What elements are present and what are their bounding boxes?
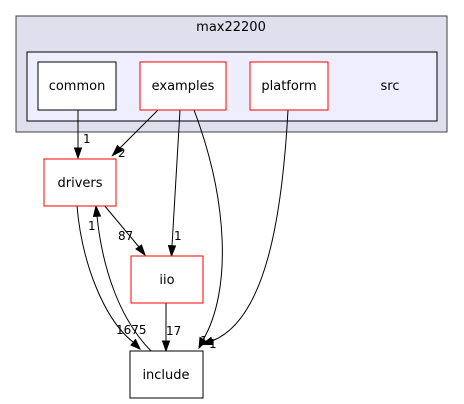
edge-label-iio-include: 17: [166, 324, 181, 338]
node-drivers-label: drivers: [57, 176, 102, 191]
edge-label-drivers-iio: 87: [118, 229, 133, 243]
node-include[interactable]: include: [129, 350, 204, 399]
node-drivers-box: [43, 158, 117, 207]
edge-label-examples-include: 1: [200, 334, 208, 348]
edge-label-examples-iio: 1: [174, 229, 182, 243]
node-iio-box: [130, 255, 204, 304]
node-common-label: common: [49, 79, 106, 94]
edge-platform-to-include[interactable]: 1: [200, 109, 289, 351]
edge-label-drivers-include: 1675: [116, 323, 147, 337]
edges: 1 2 1 1 1 87: [73, 109, 289, 353]
edge-label-common-drivers: 1: [83, 132, 91, 146]
cluster-max22200-border: [15, 15, 448, 133]
node-common-box: [37, 61, 117, 111]
node-drivers[interactable]: drivers: [43, 158, 117, 207]
node-examples-label: examples: [152, 79, 215, 94]
cluster-src-border: [26, 51, 438, 122]
edge-examples-to-iio[interactable]: 1: [167, 109, 182, 258]
edge-common-to-drivers[interactable]: 1: [73, 110, 91, 160]
node-platform[interactable]: platform: [249, 61, 329, 111]
edge-drivers-to-include[interactable]: 1675: [76, 205, 147, 351]
edge-include-to-drivers[interactable]: 1: [88, 204, 153, 353]
node-include-label: include: [142, 368, 189, 383]
edge-iio-to-include[interactable]: 17: [161, 303, 182, 353]
node-include-box: [129, 350, 204, 399]
cluster-max22200-label: max22200: [196, 20, 266, 35]
node-iio-label: iio: [159, 273, 174, 288]
node-examples-box: [139, 61, 227, 111]
cluster-src-label: src: [381, 79, 400, 94]
node-common[interactable]: common: [37, 61, 117, 111]
node-platform-label: platform: [261, 79, 316, 94]
edge-examples-to-include[interactable]: 1: [193, 109, 223, 350]
edge-drivers-to-iio[interactable]: 87: [103, 204, 146, 257]
node-platform-box: [249, 61, 329, 111]
node-iio[interactable]: iio: [130, 255, 204, 304]
edge-label-platform-include: 1: [209, 337, 217, 351]
node-examples[interactable]: examples: [139, 61, 227, 111]
edge-label-examples-drivers: 2: [118, 146, 126, 160]
edge-examples-to-drivers[interactable]: 2: [111, 109, 159, 160]
edge-label-include-drivers: 1: [88, 219, 96, 233]
